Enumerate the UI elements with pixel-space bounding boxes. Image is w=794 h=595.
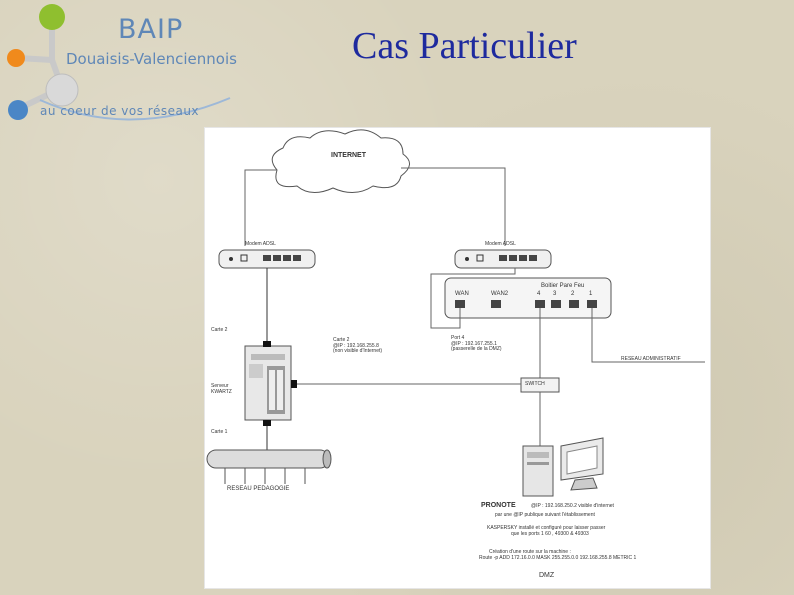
internet-cloud-icon [271,129,410,193]
slide-title: Cas Particulier [352,25,577,67]
port-wan-label: WAN [455,291,469,297]
internet-label: INTERNET [331,152,366,159]
diagram-lines [206,129,705,497]
logo-tagline: au coeur de vos réseaux [40,104,200,118]
logo-molecule-icon [7,4,231,121]
reseau-admin-label: RESEAU ADMINISTRATIF [621,356,681,362]
pronote-ip: @IP : 192.168.250.2 visible d'internet [531,503,614,509]
carte1-label: Carte 1 [211,429,228,435]
firewall-icon [444,277,612,319]
carte2-label: Carte 2 [211,327,228,333]
modem-right-label: Modem ADSL [485,241,516,247]
pronote-pc-icon [522,437,604,497]
carte2-note: Carte 2 @IP : 192.168.255.8 (non visible… [333,337,383,354]
port-3-label: 3 [553,291,557,297]
switch-label: SWITCH [525,381,545,387]
port-1-label: 1 [589,291,593,297]
serveur-label: Serveur KWARTZ [211,383,232,395]
logo-name: BAIP [118,14,184,45]
server-kwartz-icon [244,341,297,426]
dmz-label: DMZ [539,572,555,579]
modem-left-label: Modem ADSL [245,241,276,247]
modem-left-icon [218,249,316,269]
pronote-label: PRONOTE [481,502,516,509]
reseau-pedagogie-label: RESEAU PEDAGOGIE [227,486,290,492]
pedagogie-network-bus-icon [206,449,332,484]
logo-subtitle: Douaisis-Valenciennois [66,50,237,68]
pronote-ip-public: par une @IP publique suivant l'établisse… [495,512,595,518]
port-4-label: 4 [537,291,541,297]
port-2-label: 2 [571,291,575,297]
firewall-label: Boitier Pare Feu [541,283,585,289]
port-wan2-label: WAN2 [491,291,509,297]
kaspersky-note: KASPERSKY installé et configuré pour lai… [487,525,606,537]
port4-note: Port 4 @IP : 192.167.255.1 (passerelle d… [451,335,502,352]
route-note: Création d'une route sur la machine : Ro… [479,549,637,561]
logo: BAIP Douaisis-Valenciennois au coeur de … [0,0,250,130]
network-diagram: INTERNET Modem ADSL Modem ADSL Boitier P… [204,127,711,589]
modem-right-icon [454,249,552,269]
